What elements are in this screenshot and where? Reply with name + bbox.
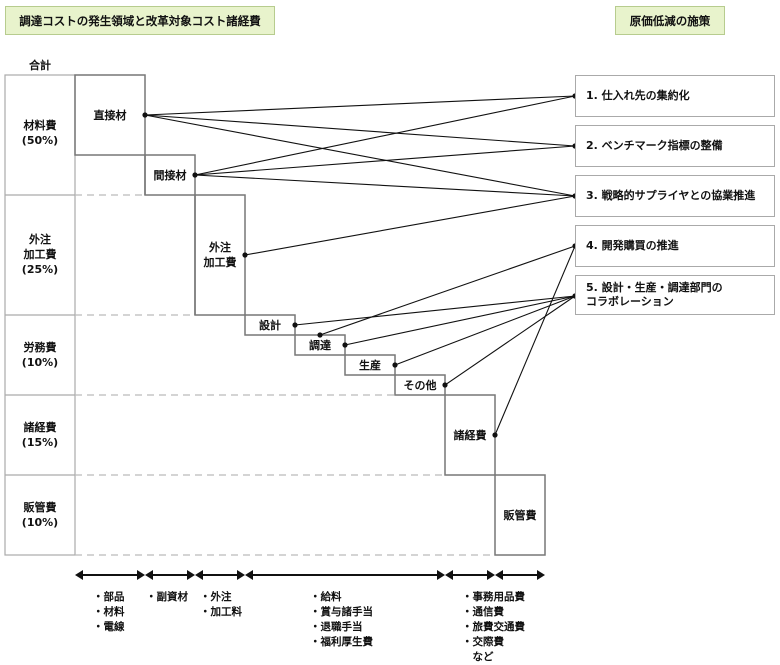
note-labor: ・給料 ・賞与諸手当 ・退職手当 ・福利厚生費 [310, 590, 373, 650]
note-outsourcing: ・外注 ・加工料 [200, 590, 242, 620]
measures-title: 原価低減の施策 [615, 6, 725, 35]
note-line: ・電線 [93, 621, 125, 633]
arrowhead-right [437, 570, 445, 580]
item-production: 生産 [359, 359, 381, 372]
arrowhead-right [187, 570, 195, 580]
item-indirect-material: 間接材 [153, 169, 187, 182]
note-overhead: ・事務用品費 ・通信費 ・旅費交通費 ・交際費 など [462, 590, 525, 665]
connection-indirect-to-m1 [194, 95, 576, 176]
connection-direct-to-m2 [144, 114, 576, 147]
item-design: 設計 [259, 319, 281, 332]
diagram-title: 調達コストの発生領域と改革対象コスト諸経費 [5, 6, 275, 35]
arrowhead-right [137, 570, 145, 580]
category-overhead: 諸経費 (15%) [21, 421, 59, 449]
range-arrow [75, 570, 145, 580]
category-material: 材料費 (50%) [21, 119, 59, 147]
arrowhead-left [245, 570, 253, 580]
connection-indirect-to-m3 [194, 174, 576, 197]
note-line: ・外注 [200, 591, 232, 603]
category-outsourcing: 外注 加工費 (25%) [21, 233, 59, 276]
staircase [74, 74, 546, 556]
measure-1: 1. 仕入れ先の集約化 [575, 75, 775, 117]
item-overhead: 諸経費 [453, 429, 487, 442]
range-arrow [495, 570, 545, 580]
item-other: その他 [403, 379, 437, 392]
connection-lines [144, 95, 576, 436]
measure-2: 2. ベンチマーク指標の整備 [575, 125, 775, 167]
arrowhead-left [75, 570, 83, 580]
note-line: ・部品 [93, 591, 125, 603]
arrowhead-right [487, 570, 495, 580]
connector-dot-other [442, 382, 448, 388]
connection-procurement-top-to-m4 [319, 245, 576, 336]
measure-5: 5. 設計・生産・調達部門の コラボレーション [575, 275, 775, 315]
note-line: ・福利厚生費 [310, 636, 373, 648]
measure-3: 3. 戦略的サプライヤとの協業推進 [575, 175, 775, 217]
connection-production-to-m5 [394, 295, 576, 366]
note-line: ・旅費交通費 [462, 621, 525, 633]
connection-design-to-m5 [294, 295, 576, 326]
note-line: など [462, 651, 494, 663]
dashed-guides [75, 194, 495, 556]
range-arrow [195, 570, 245, 580]
box-sga [494, 474, 546, 556]
connection-direct-to-m1 [144, 95, 576, 116]
item-sga: 販管費 [503, 509, 537, 522]
connector-dot-procurement [342, 342, 348, 348]
item-outsourcing: 外注 加工費 [203, 241, 237, 269]
note-line: ・事務用品費 [462, 591, 525, 603]
measure-4: 4. 開発購買の推進 [575, 225, 775, 267]
connector-dot-overhead [492, 432, 498, 438]
category-sga: 販管費 (10%) [21, 501, 59, 529]
note-line: ・交際費 [462, 636, 504, 648]
note-line: ・副資材 [146, 591, 188, 603]
note-direct-material: ・部品 ・材料 ・電線 [93, 590, 125, 635]
item-direct-material: 直接材 [93, 109, 127, 122]
connection-direct-to-m3 [144, 114, 576, 197]
item-procurement: 調達 [309, 339, 331, 352]
note-indirect-material: ・副資材 [146, 590, 188, 605]
arrowhead-right [237, 570, 245, 580]
note-line: ・通信費 [462, 606, 504, 618]
connection-indirect-to-m2 [194, 145, 576, 176]
connector-dot-direct [142, 112, 148, 118]
arrowhead-right [537, 570, 545, 580]
note-line: ・退職手当 [310, 621, 363, 633]
range-arrow [245, 570, 445, 580]
connection-other-to-m5 [444, 295, 576, 386]
connector-dot-design [292, 322, 298, 328]
category-labor: 労務費 (10%) [21, 341, 59, 369]
arrowhead-left [495, 570, 503, 580]
range-arrow [445, 570, 495, 580]
connector-dot-indirect [192, 172, 198, 178]
total-label: 合計 [29, 59, 51, 72]
arrowhead-left [445, 570, 453, 580]
note-line: ・材料 [93, 606, 125, 618]
arrowhead-left [145, 570, 153, 580]
range-arrow [145, 570, 195, 580]
connector-dot-procurement-top [317, 332, 323, 338]
note-line: ・賞与諸手当 [310, 606, 373, 618]
connector-dot-production [392, 362, 398, 368]
connector-dot-outsourcing [242, 252, 248, 258]
note-line: ・加工料 [200, 606, 242, 618]
note-line: ・給料 [310, 591, 342, 603]
arrowhead-left [195, 570, 203, 580]
range-arrows [75, 570, 545, 580]
connection-procurement-to-m5 [344, 295, 576, 346]
connection-overhead-to-m4 [494, 245, 576, 436]
connection-outsourcing-to-m3 [244, 195, 576, 256]
